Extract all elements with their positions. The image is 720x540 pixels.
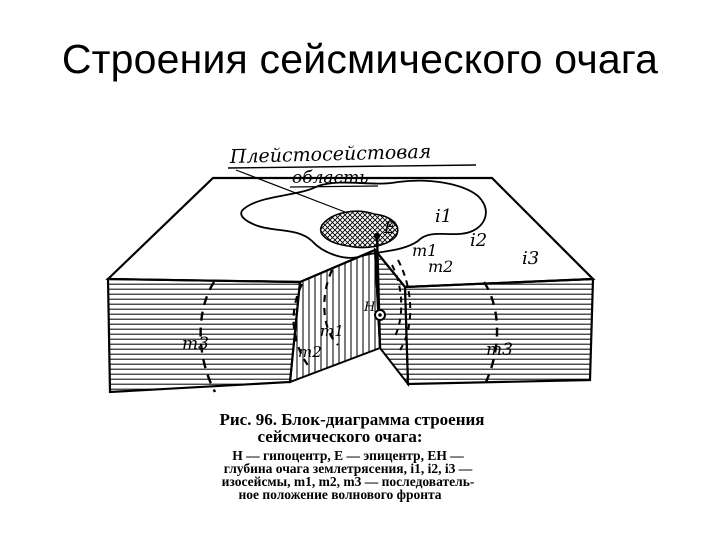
wavefront-m2-front <box>292 283 311 369</box>
slide-title: Строения сейсмического очага <box>61 36 659 82</box>
pleistoseist-label-line1: Плейстосейстовая <box>229 141 432 168</box>
label-hypocenter: H <box>363 300 376 315</box>
caption-line-3: H — гипоцентр, E — эпицентр, EH — <box>232 448 464 463</box>
wavefront-m3-left <box>199 281 217 393</box>
isoseist-outline <box>240 179 487 259</box>
label-leader-line <box>235 169 346 213</box>
label-wavefront-m1-front: m1 <box>320 322 344 340</box>
caption-line-5: изосейсмы, m1, m2, m3 — последователь- <box>222 474 475 489</box>
label-wavefront-m1: m1 <box>412 241 437 260</box>
label-wavefront-m2-front: m2 <box>298 343 322 361</box>
caption-line-4: глубина очага землетрясения, i1, i2, i3 … <box>224 461 473 476</box>
label-isoseist-i3: i3 <box>522 248 539 269</box>
epicenter-point <box>373 232 381 240</box>
label-wavefront-m3-right: m3 <box>486 340 513 360</box>
caption-line-1: Рис. 96. Блок-диаграмма строения <box>220 410 485 429</box>
caption-line-2: сейсмического очага: <box>257 427 422 446</box>
label-epicenter: E <box>383 218 396 237</box>
pleistoseist-label-line2: область <box>292 168 368 188</box>
wavefront-m2-right <box>397 259 412 351</box>
wavefront-m1-front <box>323 269 339 346</box>
label-isoseist-i2: i2 <box>470 230 487 251</box>
wavefront-m1-right <box>391 264 403 339</box>
label-wavefront-m3-left: m3 <box>182 334 209 354</box>
label-isoseist-i1: i1 <box>435 206 452 227</box>
block-right-face <box>403 277 595 386</box>
epicenter-hypocenter-line <box>375 234 382 349</box>
caption-line-6: ное положение волнового фронта <box>238 487 441 502</box>
label-wavefront-m2: m2 <box>428 257 453 276</box>
